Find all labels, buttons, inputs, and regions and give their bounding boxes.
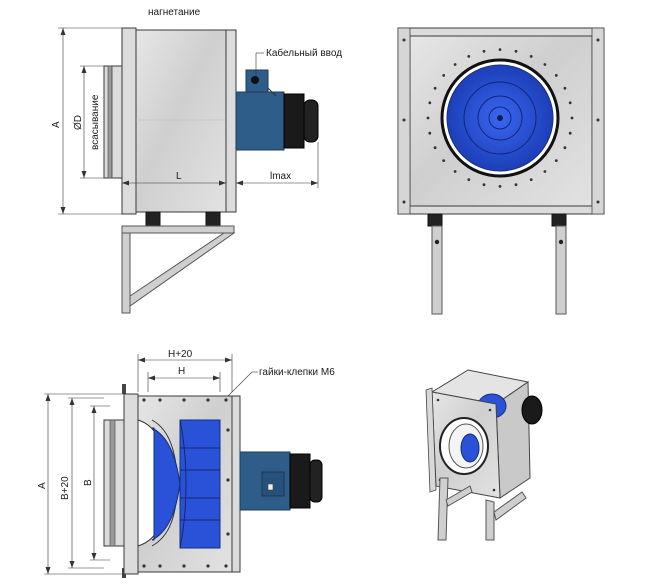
iso-impeller [460, 433, 480, 463]
flange-hole [529, 55, 533, 58]
flange-hole-ring [426, 48, 574, 188]
iso-bracket-brace [445, 485, 473, 507]
dim-b: B [83, 405, 110, 561]
flange-hole [568, 131, 572, 135]
flange-hole [498, 48, 502, 51]
flange-hole [563, 146, 567, 150]
flange-hole [568, 101, 572, 105]
cable-gland-icon [251, 76, 259, 84]
dim-d: ØD [73, 65, 104, 179]
iso-support-leg [437, 477, 449, 541]
flange-hole [529, 178, 533, 182]
flange-hole [453, 63, 457, 66]
impeller-shroud [151, 427, 181, 541]
mount-bracket-leg [121, 232, 131, 314]
flange-hole [442, 159, 446, 163]
vibration-damper [205, 211, 221, 227]
cable-entry-label: Кабельный ввод [266, 47, 342, 59]
flange-hole [433, 146, 437, 150]
flange-hole [428, 131, 432, 135]
dim-d-label: ØD [73, 115, 84, 130]
dim-h20: H+20 [137, 349, 233, 392]
housing-flange [121, 27, 137, 215]
flange-hole [570, 116, 574, 120]
iso-bracket-brace [493, 491, 527, 521]
dim-b-label: B [83, 479, 94, 486]
dim-lmax: lmax [236, 142, 319, 188]
motor-body [235, 91, 285, 151]
isometric-view [425, 369, 543, 541]
dim-a-top: A [51, 27, 122, 215]
vibration-damper [427, 213, 443, 227]
vibration-damper [145, 211, 161, 227]
flange-hole [467, 178, 471, 182]
housing-flange [123, 393, 139, 575]
flange-hole [554, 159, 558, 163]
flange-hole [453, 170, 457, 173]
rivet-nuts [140, 398, 230, 568]
dim-h20-label: H+20 [168, 349, 193, 360]
flange-hole [426, 116, 430, 120]
mounting-holes [402, 38, 600, 204]
motor-fan-cover [289, 453, 311, 509]
housing-body [135, 29, 227, 213]
dim-l-label: L [176, 171, 182, 182]
mount-bracket-top [121, 225, 235, 234]
impeller-hub [497, 115, 503, 121]
dim-lmax-label: lmax [270, 171, 291, 182]
flange-hole [563, 86, 567, 90]
support-leg [431, 225, 443, 315]
vibration-damper [551, 213, 567, 227]
rear-panel [231, 395, 241, 573]
dim-a-bottom-label: A [37, 482, 48, 489]
dim-a-top-label: A [51, 121, 62, 128]
flange-hole [482, 49, 486, 53]
rivet-nuts-label: гайки-клепки М6 [259, 367, 335, 378]
front-view [397, 27, 605, 315]
flange-hole [543, 63, 547, 66]
dim-b20: B+20 [60, 397, 104, 569]
flange-hole [514, 49, 518, 53]
flange-hole [467, 55, 471, 58]
side-view: нагнетание A ØD всасывание [51, 7, 342, 314]
flange-hole [433, 86, 437, 90]
flange-hole [428, 101, 432, 105]
flange-hole [498, 185, 502, 188]
rear-panel [225, 29, 237, 213]
support-leg [555, 225, 567, 315]
dim-h-label: H [178, 366, 185, 377]
impeller-blades [179, 419, 221, 549]
section-view: H+20 H гайки-клепки М6 A [37, 349, 335, 578]
dim-l: L [122, 171, 226, 186]
discharge-label: нагнетание [148, 7, 201, 18]
dim-b20-label: B+20 [60, 476, 71, 500]
iso-support-leg [485, 499, 495, 541]
mount-bracket-brace [129, 232, 236, 307]
inlet-spigot [103, 65, 123, 179]
dim-h: H [147, 366, 221, 392]
flange-hole [514, 183, 518, 187]
flange-hole [543, 170, 547, 173]
suction-label: всасывание [90, 94, 101, 150]
motor-fan-cover [283, 93, 305, 149]
flange-hole [554, 74, 558, 77]
flange-hole [482, 183, 486, 187]
flange-hole [442, 74, 446, 77]
